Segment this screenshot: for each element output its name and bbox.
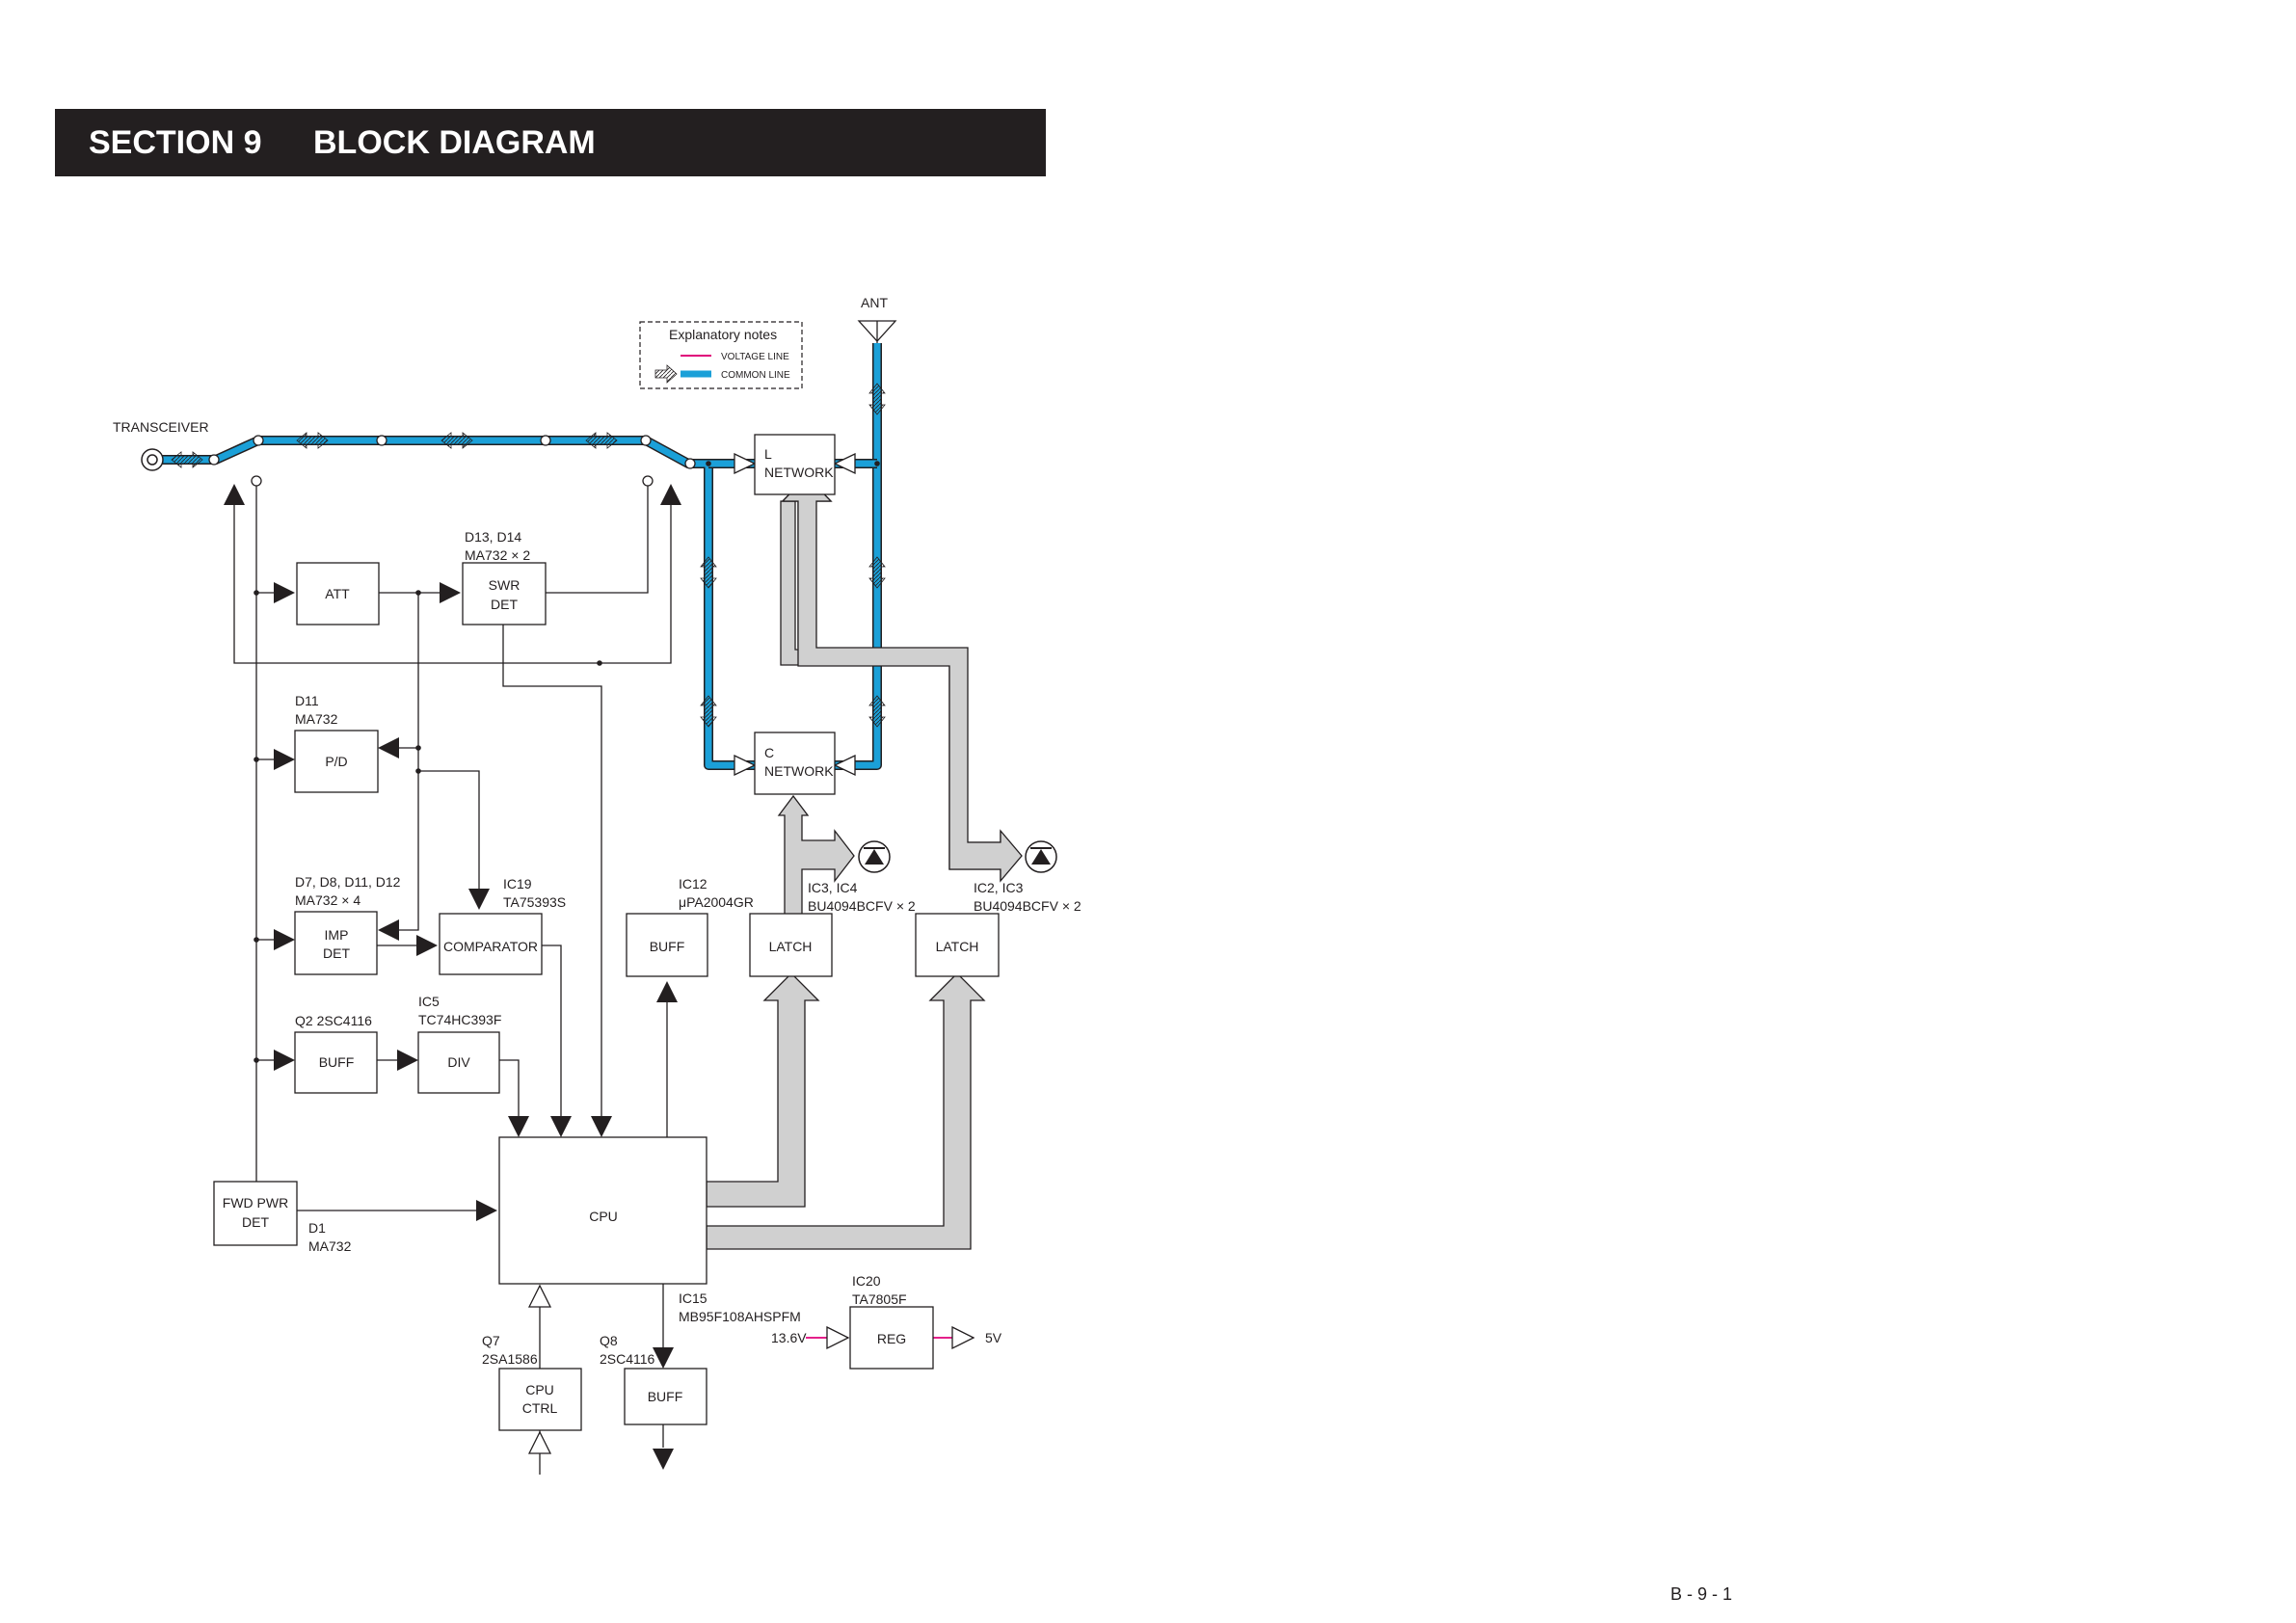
label-d11: D11 [295, 693, 319, 708]
block-buff-q2: BUFF [294, 1031, 378, 1094]
legend-title: Explanatory notes [669, 327, 777, 342]
bus-cpu-latch2 [706, 972, 986, 1250]
svg-text:LATCH: LATCH [769, 939, 813, 954]
transceiver-connector-icon [141, 448, 164, 471]
block-imp-det: IMP DET [294, 911, 378, 975]
antenna-icon [857, 320, 897, 343]
section-number: SECTION 9 [89, 124, 262, 161]
arrowheads [224, 484, 681, 1470]
block-latch-2: LATCH [915, 913, 1000, 977]
label-q7-part: 2SA1586 [482, 1351, 538, 1367]
svg-text:DET: DET [491, 597, 518, 612]
block-cpu: CPU [498, 1136, 707, 1285]
block-buff-q8: BUFF [624, 1368, 707, 1425]
svg-text:DIV: DIV [447, 1054, 470, 1070]
page-number: B - 9 - 1 [1670, 1584, 1733, 1604]
label-5v: 5V [985, 1330, 1002, 1345]
network-input-arrows [734, 452, 856, 777]
legend: Explanatory notes VOLTAGE LINE COMMON LI… [639, 321, 803, 389]
part-labels: D13, D14 MA732 × 2 D11 MA732 D7, D8, D11… [295, 529, 1081, 1367]
svg-text:FWD PWR: FWD PWR [223, 1195, 288, 1211]
bus-l-network [781, 475, 1023, 883]
legend-hatch-arrow-icon [654, 364, 678, 384]
block-fwd-pwr-det: FWD PWR DET [213, 1181, 298, 1246]
label-ma732: MA732 [295, 711, 338, 727]
label-q2: Q2 2SC4116 [295, 1013, 372, 1028]
label-q8-part: 2SC4116 [600, 1351, 655, 1367]
svg-text:BUFF: BUFF [319, 1054, 355, 1070]
label-ic15: IC15 [679, 1290, 707, 1306]
svg-text:CPU: CPU [589, 1209, 618, 1224]
label-bu4094-a: BU4094BCFV × 2 [808, 898, 916, 914]
label-q7: Q7 [482, 1333, 500, 1348]
led-icon [858, 840, 891, 873]
svg-text:DET: DET [323, 945, 350, 961]
block-reg: REG [849, 1306, 934, 1370]
svg-text:SWR: SWR [489, 577, 521, 593]
svg-text:L: L [764, 446, 772, 462]
block-cpu-ctrl: CPU CTRL [498, 1368, 582, 1431]
label-d1: D1 [308, 1220, 326, 1236]
svg-text:COMPARATOR: COMPARATOR [443, 939, 538, 954]
svg-text:P/D: P/D [325, 754, 347, 769]
hatched-arrows [171, 383, 886, 728]
svg-text:NETWORK: NETWORK [764, 465, 834, 480]
label-ic20: IC20 [852, 1273, 881, 1289]
label-ta75393s: TA75393S [503, 894, 566, 910]
block-latch-1: LATCH [749, 913, 833, 977]
svg-text:CTRL: CTRL [522, 1400, 558, 1416]
label-ic12: IC12 [679, 876, 707, 891]
ant-label: ANT [861, 295, 888, 310]
legend-common-label: COMMON LINE [721, 370, 790, 381]
svg-text:IMP: IMP [325, 927, 349, 943]
label-ma732x2: MA732 × 2 [465, 547, 530, 563]
block-div: DIV [417, 1031, 500, 1094]
label-upa2004gr: μPA2004GR [679, 894, 754, 910]
block-l-network: L NETWORK [754, 434, 836, 495]
switch-contacts [208, 435, 696, 487]
block-swr-det: SWR DET [462, 562, 547, 625]
label-13v6: 13.6V [771, 1330, 807, 1345]
label-ic3-ic4: IC3, IC4 [808, 880, 858, 895]
label-ma732x4: MA732 × 4 [295, 892, 360, 908]
label-tc74hc393f: TC74HC393F [418, 1012, 501, 1027]
block-buff-ic12: BUFF [626, 913, 708, 977]
label-ta7805f: TA7805F [852, 1291, 907, 1307]
label-d7-d12: D7, D8, D11, D12 [295, 874, 401, 890]
label-ic19: IC19 [503, 876, 532, 891]
section-title: BLOCK DIAGRAM [313, 124, 596, 161]
label-d13-d14: D13, D14 [465, 529, 521, 545]
block-att: ATT [296, 562, 380, 625]
svg-text:BUFF: BUFF [650, 939, 685, 954]
bus-cpu-latch1 [706, 972, 820, 1208]
transceiver-label: TRANSCEIVER [113, 419, 209, 435]
open-arrowheads [527, 1284, 975, 1454]
svg-text:CPU: CPU [525, 1382, 554, 1397]
junction-dots [254, 461, 880, 1063]
label-bu4094-b: BU4094BCFV × 2 [974, 898, 1081, 914]
svg-text:LATCH: LATCH [936, 939, 979, 954]
led-icon [1025, 840, 1057, 873]
svg-text:DET: DET [242, 1214, 269, 1230]
svg-text:REG: REG [877, 1331, 906, 1346]
label-q8: Q8 [600, 1333, 618, 1348]
label-mb95: MB95F108AHSPFM [679, 1309, 801, 1324]
label-ic2-ic3: IC2, IC3 [974, 880, 1024, 895]
section-header: SECTION 9 BLOCK DIAGRAM [55, 109, 1046, 176]
legend-voltage-label: VOLTAGE LINE [721, 352, 789, 362]
block-pd: P/D [294, 730, 379, 793]
label-d1-part: MA732 [308, 1238, 352, 1254]
block-c-network: C NETWORK [754, 732, 836, 795]
label-ic5: IC5 [418, 994, 440, 1009]
svg-text:BUFF: BUFF [648, 1389, 683, 1404]
block-comparator: COMPARATOR [439, 913, 543, 975]
svg-text:C: C [764, 745, 774, 760]
svg-text:NETWORK: NETWORK [764, 763, 834, 779]
svg-text:ATT: ATT [325, 586, 350, 601]
